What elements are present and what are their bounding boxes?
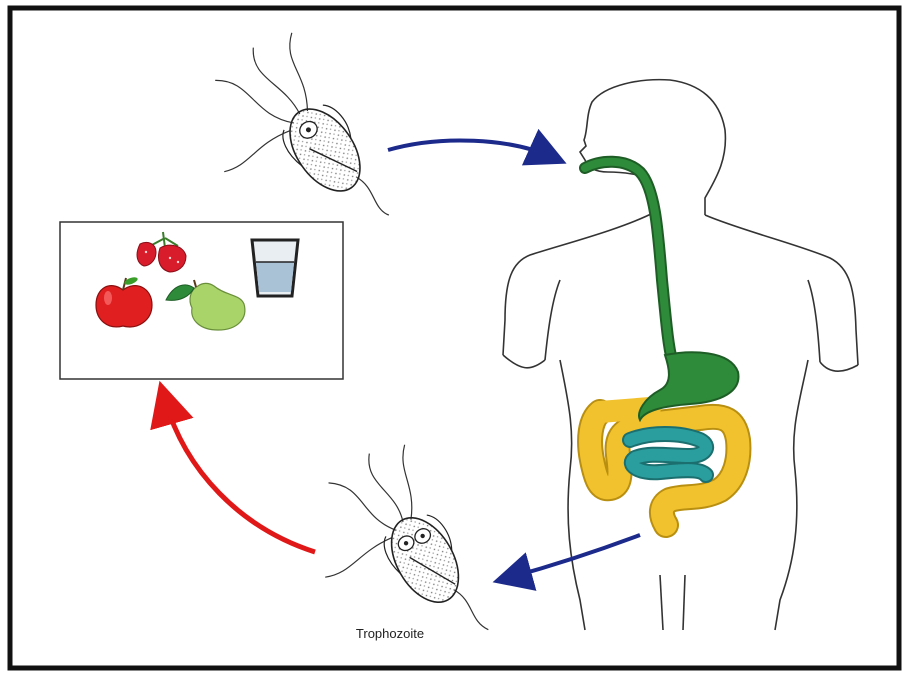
water-glass-icon — [252, 240, 298, 296]
trophozoite-label: Trophozoite — [330, 626, 450, 641]
